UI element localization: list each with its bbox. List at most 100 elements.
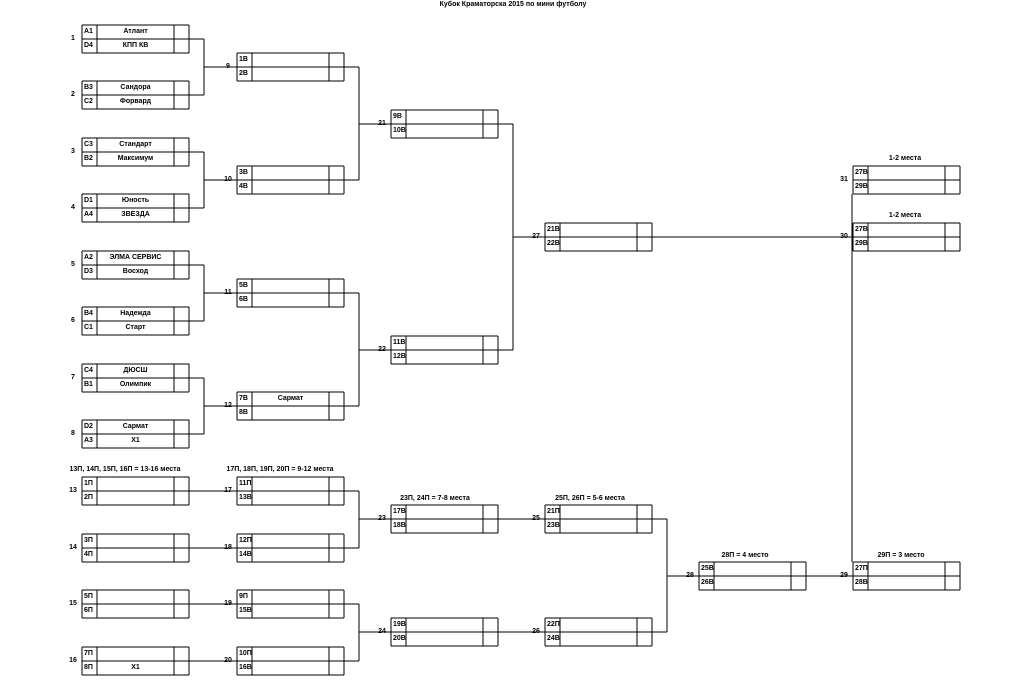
team-name [252,647,329,661]
seed-label: 20В [393,635,406,642]
team-name [868,166,945,180]
seed-label: C3 [84,141,93,148]
seed-label: 7В [239,395,248,402]
match-number-29: 29 [840,572,848,579]
seed-label: 19В [393,621,406,628]
team-name [406,350,483,364]
seed-label: D1 [84,197,93,204]
seed-label: 10П [239,650,252,657]
seed-label: 16В [239,664,252,671]
seed-label: 12В [393,353,406,360]
seed-label: 27В [855,226,868,233]
match-number-23: 23 [378,515,386,522]
label-place-4: 28П = 4 место [721,552,769,559]
match-number-18: 18 [224,544,232,551]
seed-label: B2 [84,155,93,162]
team-name [252,661,329,675]
seed-label: 5П [84,593,93,600]
team-name [406,632,483,646]
match-number-11: 11 [224,289,232,296]
team-name [560,618,637,632]
seed-label: 26В [701,579,714,586]
seed-label: 23В [547,522,560,529]
seed-label: B3 [84,84,93,91]
seed-label: A1 [84,28,93,35]
match-number-22: 22 [378,346,386,353]
seed-label: D2 [84,423,93,430]
team-name [97,548,174,562]
team-name [97,534,174,548]
team-name [252,406,329,420]
page-title: Кубок Краматорска 2015 по мини футболу [439,1,587,8]
seed-label: 1П [84,480,93,487]
team-name: Сармат [277,395,304,402]
seed-label: 4П [84,551,93,558]
seed-label: 24В [547,635,560,642]
match-number-26: 26 [532,628,540,635]
team-name [97,590,174,604]
team-name [560,237,637,251]
team-name [714,562,791,576]
match-number-5: 5 [71,261,75,268]
seed-label: 6В [239,296,248,303]
seed-label: 2В [239,70,248,77]
label-places-1-2-b: 1-2 места [888,212,922,219]
team-name [252,279,329,293]
team-name: Юность [121,197,150,204]
seed-label: 8В [239,409,248,416]
team-name [406,110,483,124]
seed-label: 4В [239,183,248,190]
seed-label: 27В [855,169,868,176]
team-name: ЭЛМА СЕРВИС [109,254,162,261]
match-number-25: 25 [532,515,540,522]
seed-label: 22В [547,240,560,247]
team-name: Стандарт [119,141,152,148]
seed-label: A2 [84,254,93,261]
seed-label: C1 [84,324,93,331]
team-name [252,293,329,307]
seed-label: 12П [239,537,252,544]
seed-label: 9В [393,113,402,120]
seed-label: 17В [393,508,406,515]
match-number-20: 20 [224,657,232,664]
match-number-31: 31 [840,176,848,183]
seed-label: D3 [84,268,93,275]
team-name: Олимпик [119,381,152,388]
seed-label: 5В [239,282,248,289]
match-number-3: 3 [71,148,75,155]
team-name: ДЮСШ [123,367,148,374]
seed-label: 3В [239,169,248,176]
team-name [406,505,483,519]
team-name [406,519,483,533]
team-name [868,562,945,576]
team-name [97,604,174,618]
label-places-5-6: 25П, 26П = 5-6 места [555,495,625,502]
match-number-16: 16 [69,657,77,664]
seed-label: 15В [239,607,252,614]
team-name [406,124,483,138]
team-name [252,53,329,67]
seed-label: B1 [84,381,93,388]
match-number-6: 6 [71,317,75,324]
seed-label: 7П [84,650,93,657]
seed-label: 2П [84,494,93,501]
team-name [868,180,945,194]
seed-label: 8П [84,664,93,671]
team-name [252,166,329,180]
seed-label: C4 [84,367,93,374]
team-name [868,223,945,237]
seed-label: 29В [855,183,868,190]
seed-label: 28В [855,579,868,586]
seed-label: 21В [547,226,560,233]
seed-label: 3П [84,537,93,544]
seed-label: 29В [855,240,868,247]
match-number-4: 4 [71,204,75,211]
team-name [252,590,329,604]
team-name [97,647,174,661]
seed-label: 22П [547,621,560,628]
team-name: Атлант [123,28,148,35]
team-name [714,576,791,590]
team-name: Максимум [117,155,154,162]
label-places-1-2-a: 1-2 места [888,155,922,162]
match-number-2: 2 [71,91,75,98]
